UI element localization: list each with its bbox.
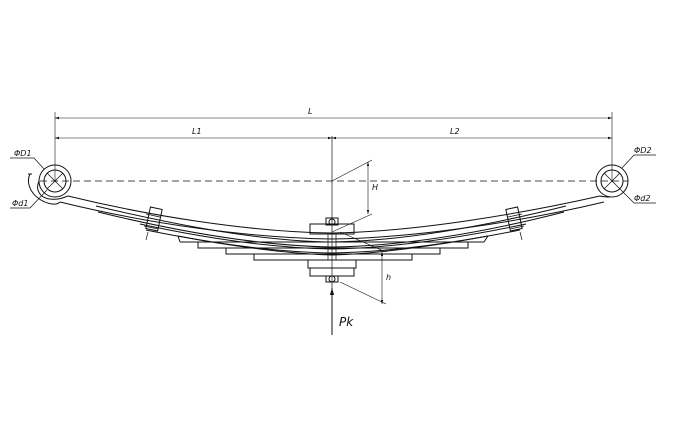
label-height: H (372, 183, 378, 192)
label-left-length: L1 (192, 127, 202, 136)
label-right-eye-outer: ΦD2 (634, 146, 652, 155)
center-clamp (307, 217, 357, 283)
left-eye-leaders: ΦD1 Φd1 (10, 149, 48, 209)
label-right-eye-inner: Φd2 (634, 194, 650, 203)
leaf-2 (95, 205, 567, 248)
right-eye (595, 164, 629, 198)
left-eye (27, 164, 72, 205)
load-arrow: Pk (329, 288, 354, 335)
label-load: Pk (339, 315, 354, 329)
label-lower-height: h (386, 273, 391, 282)
dimension-height: H (331, 159, 378, 233)
right-clip (505, 206, 525, 241)
label-right-length: L2 (450, 127, 460, 136)
dimension-overall-length: L (54, 107, 613, 182)
label-overall-length: L (308, 107, 312, 116)
right-eye-leaders: ΦD2 Φd2 (619, 146, 656, 204)
label-left-eye-outer: ΦD1 (14, 149, 32, 158)
label-left-eye-inner: Φd1 (12, 199, 28, 208)
left-clip (143, 206, 163, 241)
